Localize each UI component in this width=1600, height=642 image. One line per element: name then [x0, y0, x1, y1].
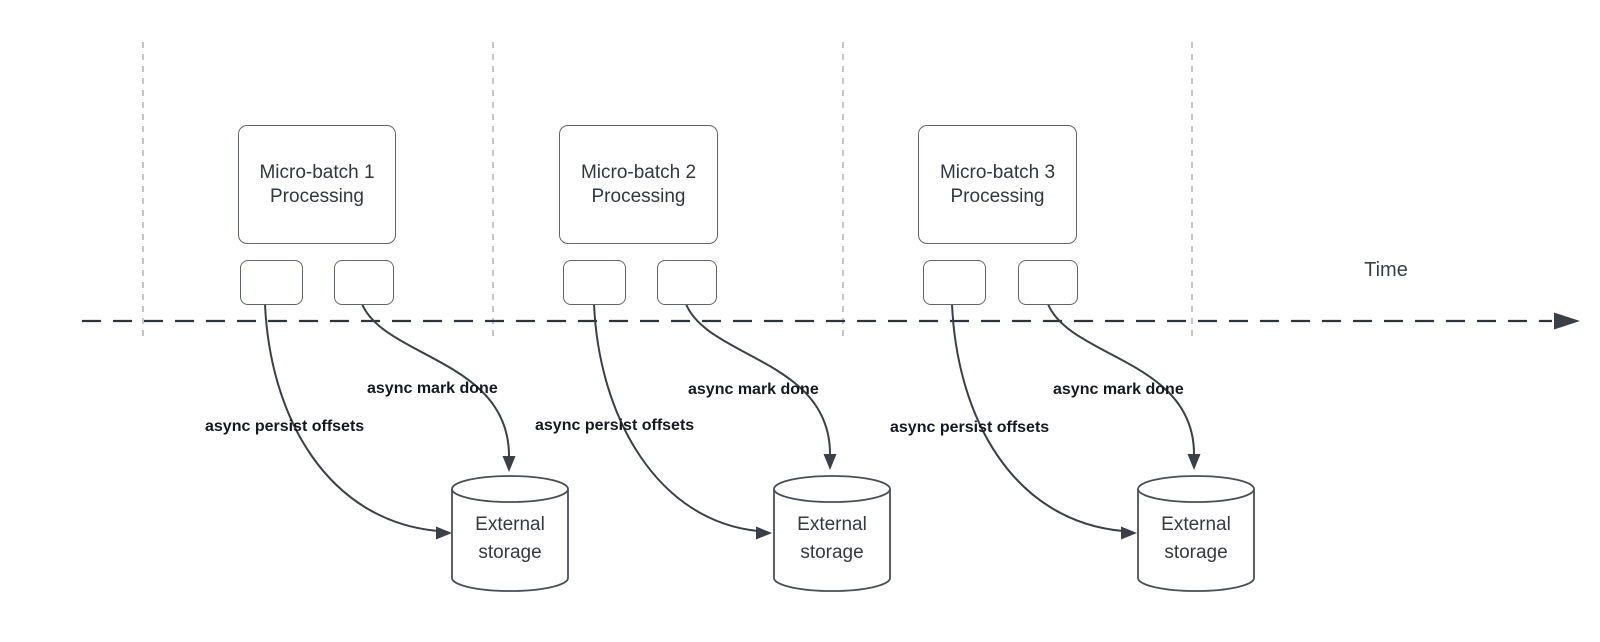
micro-batch-1-markdone-task-box [334, 260, 394, 305]
persist-offsets-arrow [264, 303, 439, 532]
external-storage-3-label: External storage [1136, 511, 1256, 567]
micro-batch-1-mark-done-label: async mark done [367, 380, 498, 397]
micro-batch-1-label-line1: Micro-batch 1 [259, 161, 375, 183]
micro-batch-2-markdone-task-box [657, 260, 717, 305]
mark-done-arrow [361, 303, 510, 457]
persist-offsets-arrow [593, 303, 759, 532]
external-storage-1-label: External storage [450, 511, 570, 567]
storage-cylinder [773, 475, 891, 592]
external-storage-2-line2: storage [800, 542, 864, 563]
mark-done-arrow [1047, 303, 1195, 455]
micro-batch-2-label-line1: Micro-batch 2 [580, 161, 697, 183]
storage-cylinder [1137, 475, 1255, 592]
micro-batch-3-offsets-task-box [923, 260, 986, 305]
micro-batch-1-label-line2: Processing [270, 185, 364, 207]
micro-batch-2-persist-offsets-label: async persist offsets [535, 417, 695, 434]
arrowhead-icon [1187, 454, 1201, 470]
micro-batch-3-persist-offsets-label: async persist offsets [890, 419, 1050, 436]
time-axis-arrowhead-icon [1554, 312, 1580, 330]
external-storage-3-line1: External [1161, 514, 1231, 535]
external-storage-1-line2: storage [478, 542, 542, 563]
time-axis-label: Time [1364, 259, 1408, 281]
arrowhead-icon [823, 454, 837, 470]
mark-done-arrow [685, 303, 831, 455]
micro-batch-3-markdone-task-box [1018, 260, 1078, 305]
micro-batch-1-persist-offsets-label: async persist offsets [205, 418, 365, 435]
external-storage-3-line2: storage [1164, 542, 1228, 563]
micro-batch-1-offsets-task-box [240, 260, 303, 305]
micro-batch-1-processing-box: Micro-batch 1 Processing [238, 125, 396, 244]
micro-batch-3-label-line2: Processing [950, 185, 1045, 207]
micro-batch-2-processing-box: Micro-batch 2 Processing [559, 125, 718, 244]
micro-batch-3-mark-done-label: async mark done [1053, 381, 1184, 398]
micro-batch-3-label-line1: Micro-batch 3 [939, 161, 1056, 183]
persist-offsets-arrow [951, 303, 1124, 532]
external-storage-1-line1: External [475, 514, 545, 535]
micro-batch-2-label-line2: Processing [591, 185, 686, 207]
micro-batch-3-processing-box: Micro-batch 3 Processing [918, 125, 1077, 244]
arrowhead-icon [502, 456, 516, 472]
arrowhead-icon [436, 526, 452, 540]
micro-batch-2-mark-done-label: async mark done [688, 381, 819, 398]
time-axis [82, 312, 1580, 330]
storage-cylinder [451, 475, 569, 592]
arrowhead-icon [1121, 526, 1137, 540]
external-storage-2-line1: External [797, 514, 867, 535]
external-storage-2-label: External storage [772, 511, 892, 567]
micro-batch-2-offsets-task-box [563, 260, 626, 305]
arrowhead-icon [756, 526, 772, 540]
